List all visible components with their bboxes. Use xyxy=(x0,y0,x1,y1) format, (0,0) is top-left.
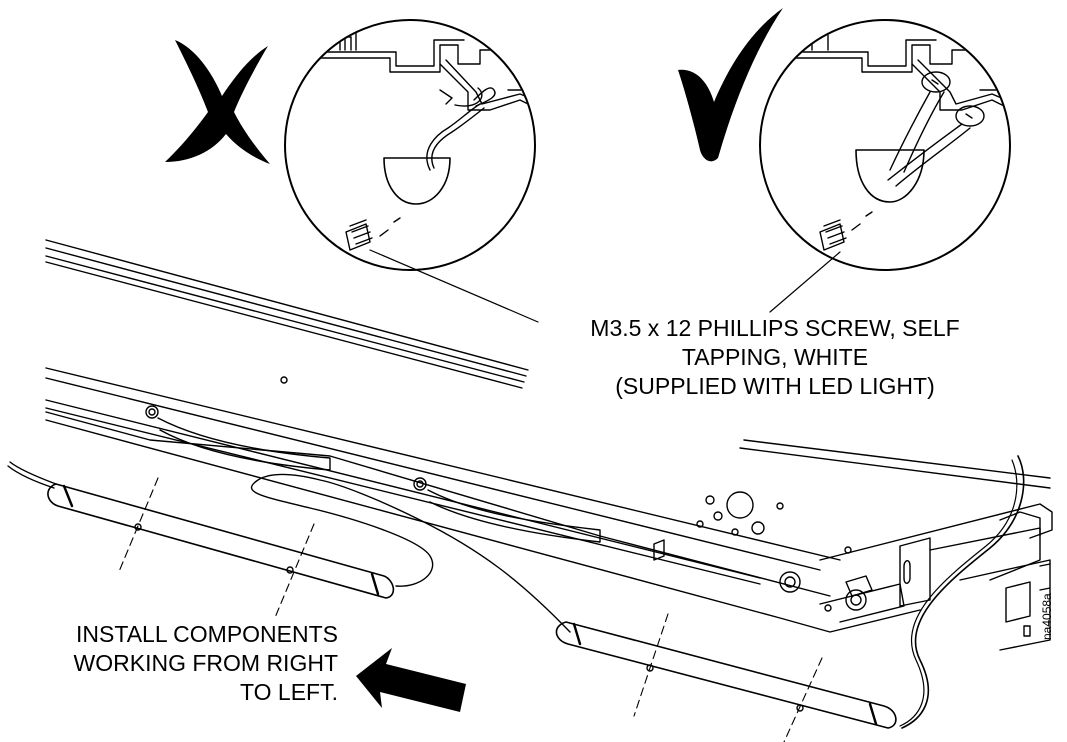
led-tube-left xyxy=(7,461,395,599)
channel-body xyxy=(45,367,1051,633)
screw-callout-line-3: (SUPPLIED WITH LED LIGHT) xyxy=(615,373,935,399)
screw-leader-right xyxy=(769,251,841,313)
cross-mark-icon xyxy=(165,40,270,164)
left-arrow-icon xyxy=(356,648,466,712)
alignment-lines xyxy=(117,477,823,742)
screw-callout: M3.5 x 12 PHILLIPS SCREW, SELF TAPPING, … xyxy=(540,314,1010,401)
install-instruction: INSTALL COMPONENTS WORKING FROM RIGHT TO… xyxy=(8,620,338,707)
correct-detail-view xyxy=(759,19,1011,271)
top-rail xyxy=(45,239,529,389)
install-instruction-line-3: TO LEFT. xyxy=(240,679,338,705)
install-instruction-line-2: WORKING FROM RIGHT xyxy=(73,650,338,676)
check-mark-icon xyxy=(678,8,783,162)
end-bracket xyxy=(779,503,1053,651)
incorrect-detail-view xyxy=(284,19,536,271)
install-instruction-line-1: INSTALL COMPONENTS xyxy=(76,621,338,647)
screw-callout-line-2: TAPPING, WHITE xyxy=(681,344,869,370)
power-wire xyxy=(901,455,1025,729)
screw-callout-line-1: M3.5 x 12 PHILLIPS SCREW, SELF xyxy=(590,315,960,341)
wire-loop xyxy=(250,473,571,633)
led-tube-right xyxy=(555,621,897,729)
screw-leader-left xyxy=(369,249,539,323)
figure-id: na4058a xyxy=(1040,593,1054,640)
